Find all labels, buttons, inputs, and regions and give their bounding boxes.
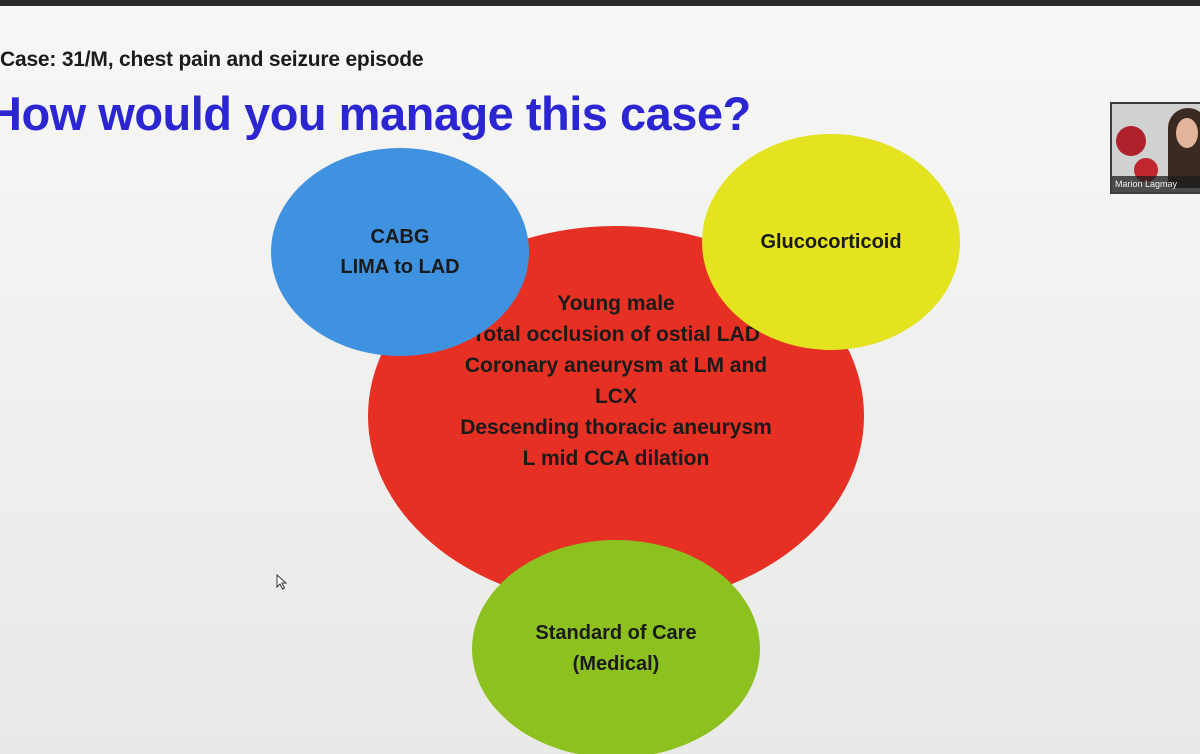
presentation-slide: Case: 31/M, chest pain and seizure episo…: [0, 6, 1200, 754]
participant-name: Marion Lagmay: [1112, 176, 1200, 192]
participant-face: [1176, 118, 1198, 148]
glucocorticoid-label: Glucocorticoid: [760, 230, 902, 253]
center-line: L mid CCA dilation: [522, 447, 710, 470]
soc-line: (Medical): [572, 653, 660, 675]
participant-video-tile[interactable]: Marion Lagmay: [1110, 102, 1200, 194]
background-blood-cell: [1116, 126, 1146, 156]
soc-line: Standard of Care: [535, 622, 697, 644]
cabg-line: CABG: [370, 226, 430, 248]
center-line: Coronary aneurysm at LM and: [464, 354, 768, 377]
glucocorticoid-circle: Glucocorticoid: [702, 134, 960, 350]
cabg-line: LIMA to LAD: [340, 256, 460, 278]
mouse-pointer-icon: [276, 574, 288, 590]
center-line: LCX: [594, 385, 637, 408]
center-line: Young male: [557, 292, 675, 315]
center-line: Descending thoracic aneurysm: [460, 416, 772, 439]
case-line: Case: 31/M, chest pain and seizure episo…: [0, 48, 424, 71]
center-line: Total occlusion of ostial LAD: [472, 323, 760, 346]
cabg-circle: CABG LIMA to LAD: [271, 148, 529, 356]
standard-of-care-circle: Standard of Care (Medical): [472, 540, 760, 754]
slide-title: How would you manage this case?: [0, 87, 751, 140]
